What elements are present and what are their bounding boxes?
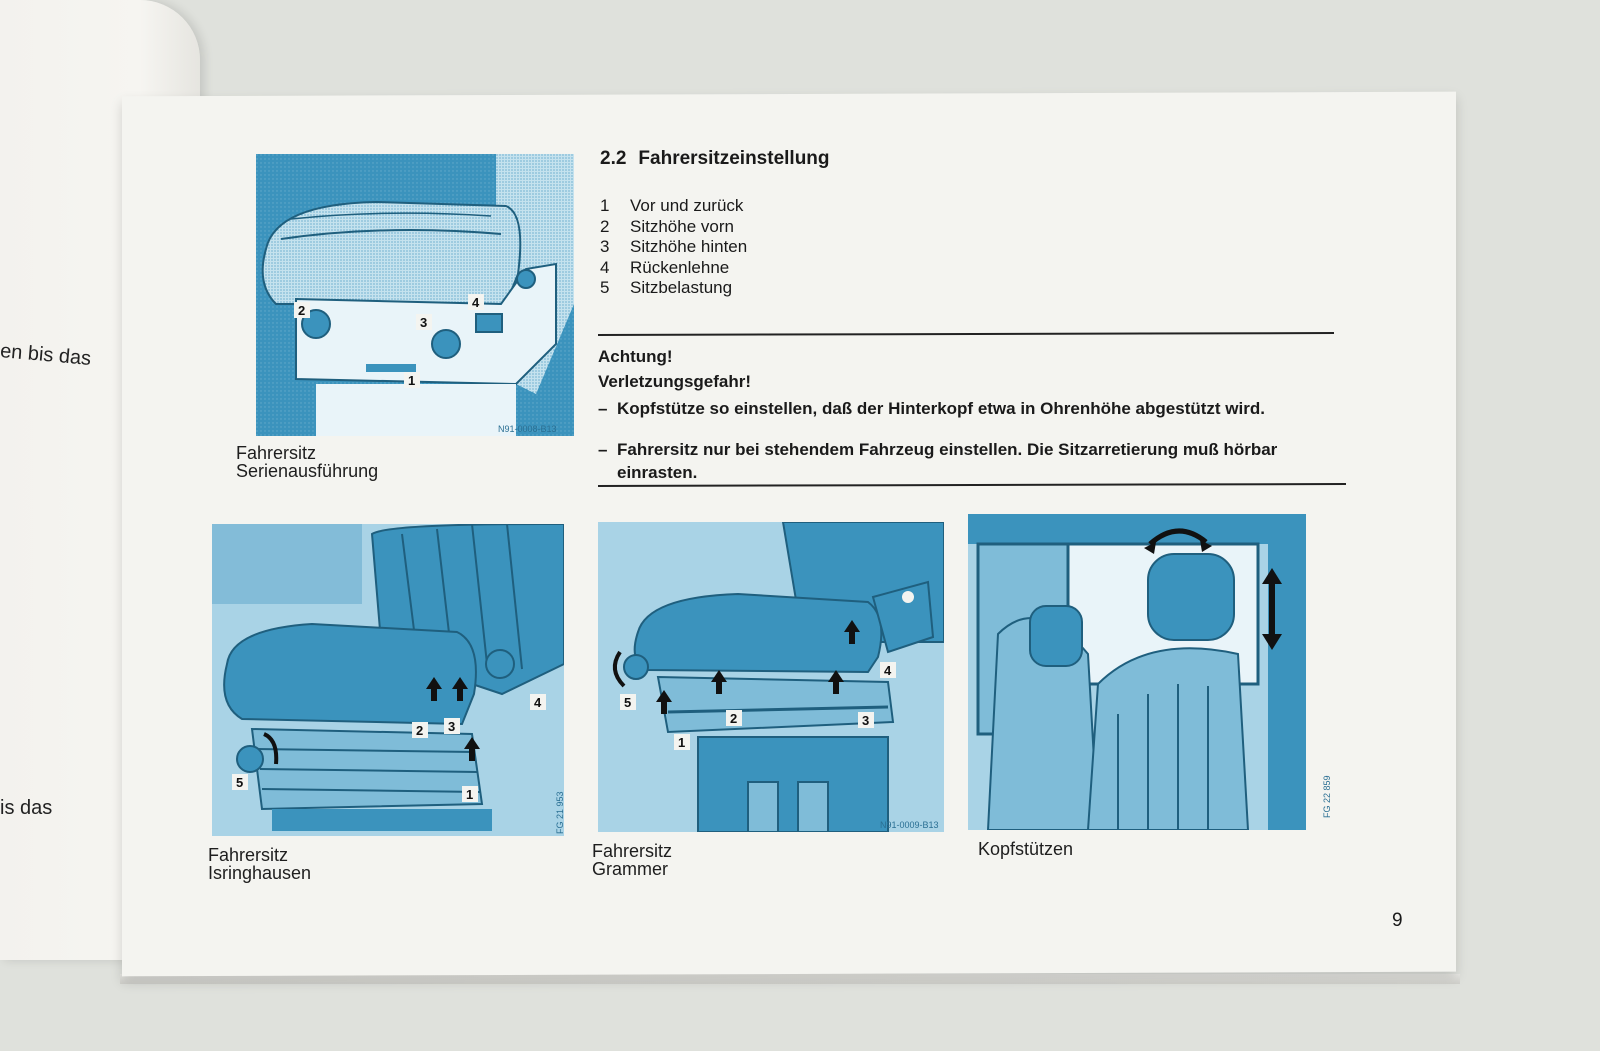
warning-subheading: Verletzungsgefahr! xyxy=(598,372,752,391)
item-label: Vor und zurück xyxy=(630,196,744,215)
item-label: Sitzhöhe vorn xyxy=(630,216,734,236)
headrest-illustration xyxy=(968,514,1306,830)
warning-item: – Fahrersitz nur bei stehendem Fahrzeug … xyxy=(598,438,1318,484)
list-item: 1 Vor und zurück xyxy=(600,196,747,217)
caption-line: Fahrersitz xyxy=(592,841,673,861)
caption-grammer: Fahrersitz Grammer xyxy=(592,842,672,878)
seat-isring-label-5: 5 xyxy=(236,775,243,790)
section-title: 2.2 Fahrersitzeinstellung xyxy=(600,148,830,170)
figure-code: N91-0009-B13 xyxy=(880,820,939,830)
item-label: Sitzhöhe hinten xyxy=(630,237,748,257)
seat-serie-label-1: 1 xyxy=(408,373,415,388)
seat-serie-svg: 2 3 4 1 xyxy=(256,154,574,436)
list-item: 5 Sitzbelastung xyxy=(600,278,747,299)
item-number: 5 xyxy=(600,278,610,298)
caption-serie: Fahrersitz Serienausführung xyxy=(236,444,378,480)
seat-illustration-grammer: 5 2 3 4 1 xyxy=(598,522,944,832)
figure-code: FG 21 953 xyxy=(555,791,565,834)
seat-illustration-serie: 2 3 4 1 xyxy=(256,154,574,436)
caption-line: Fahrersitz xyxy=(236,443,317,463)
seat-grammer-label-1: 1 xyxy=(678,735,685,750)
caption-isringhausen: Fahrersitz Isringhausen xyxy=(208,846,311,882)
warning-text: Fahrersitz nur bei stehendem Fahrzeug ei… xyxy=(617,440,1278,482)
section-title-text: Fahrersitzeinstellung xyxy=(638,148,830,169)
page-edge xyxy=(120,974,1460,984)
page-number: 9 xyxy=(1392,910,1403,931)
seat-serie-label-4: 4 xyxy=(472,295,480,310)
list-item: 4 Rückenlehne xyxy=(600,258,747,279)
seat-serie-label-3: 3 xyxy=(420,315,427,330)
warning-text: Kopfstütze so einstellen, daß der Hinter… xyxy=(617,399,1265,418)
warning-heading: Achtung! xyxy=(598,347,673,366)
seat-isring-label-3: 3 xyxy=(448,719,455,734)
figure-code: N91-0008-B13 xyxy=(498,424,557,434)
item-label: Rückenlehne xyxy=(630,257,730,277)
warning-item: – Kopfstütze so einstellen, daß der Hint… xyxy=(598,397,1318,420)
seat-isringhausen-svg: 2 3 4 5 1 xyxy=(212,524,564,836)
seat-serie-label-2: 2 xyxy=(298,303,305,318)
seat-illustration-isringhausen: 2 3 4 5 1 xyxy=(212,524,564,836)
item-number: 1 xyxy=(600,196,610,215)
item-number: 4 xyxy=(600,257,610,277)
adjustment-list: 1 Vor und zurück 2 Sitzhöhe vorn 3 Sitzhöhe… xyxy=(600,196,747,299)
list-item: 3 Sitzhöhe hinten xyxy=(600,237,747,258)
seat-grammer-label-3: 3 xyxy=(862,713,869,728)
caption-line: Isringhausen xyxy=(208,863,312,883)
item-number: 3 xyxy=(600,237,610,257)
warning-dash: – xyxy=(598,399,608,418)
section-number: 2.2 xyxy=(600,148,627,169)
list-item: 2 Sitzhöhe vorn xyxy=(600,217,747,238)
seat-grammer-svg: 5 2 3 4 1 xyxy=(598,522,944,832)
headrest-svg xyxy=(968,514,1306,830)
left-page-text-fragment: is das xyxy=(0,797,53,819)
seat-isring-label-4: 4 xyxy=(534,695,542,710)
figure-code: FG 22 859 xyxy=(1322,775,1332,818)
warning-dash: – xyxy=(598,440,608,459)
item-label: Sitzbelastung xyxy=(630,278,733,298)
seat-isring-label-1: 1 xyxy=(466,787,473,802)
seat-isring-label-2: 2 xyxy=(416,723,423,738)
seat-grammer-label-5: 5 xyxy=(624,695,631,710)
caption-line: Fahrersitz xyxy=(208,845,289,865)
caption-kopfstuetzen: Kopfstützen xyxy=(978,839,1074,859)
item-number: 2 xyxy=(600,216,610,236)
seat-grammer-label-4: 4 xyxy=(884,663,892,678)
seat-grammer-label-2: 2 xyxy=(730,711,737,726)
caption-line: Grammer xyxy=(592,859,668,879)
caption-line: Serienausführung xyxy=(236,461,379,481)
